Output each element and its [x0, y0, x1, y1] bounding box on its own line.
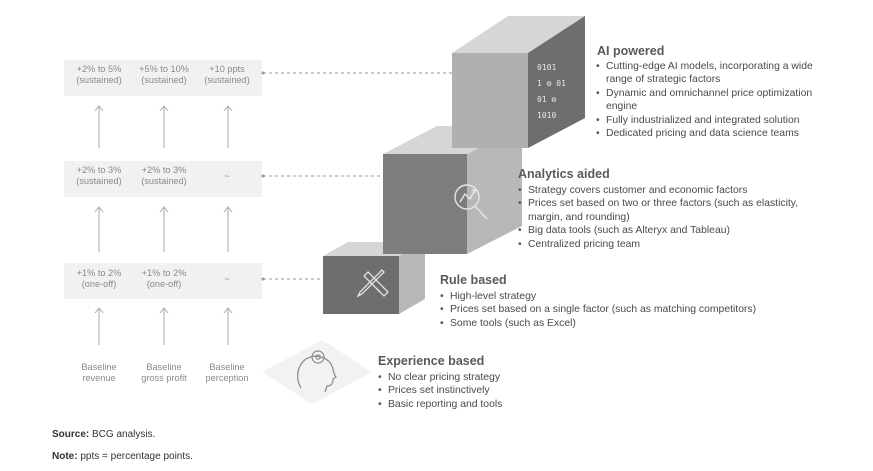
note-label: Note: [52, 451, 78, 462]
bullet-analytics-1: Strategy covers customer and economic fa… [518, 184, 803, 198]
source-label: Source: [52, 429, 90, 440]
source-text: BCG analysis. [89, 429, 156, 440]
svg-text:1010: 1010 [537, 111, 556, 120]
svg-text:01 ⚙: 01 ⚙ [537, 95, 556, 104]
metric-ai-perception: +10 ppts(sustained) [204, 64, 250, 85]
ai-cube: 0101 1 ⚙ 01 01 ⚙ 1010 [452, 16, 585, 148]
band-ai [64, 60, 262, 96]
analytics-cube [383, 126, 522, 254]
source-note: Source: BCG analysis. [52, 429, 155, 440]
metric-analytics-perception: ~ [224, 171, 230, 181]
level-title-experience: Experience based [378, 354, 485, 368]
svg-text:0101: 0101 [537, 63, 556, 72]
bullet-experience-2: Prices set instinctively [378, 384, 598, 398]
metric-rule-revenue: +1% to 2%(one-off) [76, 268, 122, 289]
pencil-ruler-icon [356, 269, 389, 298]
metric-ai-revenue: +2% to 5%(sustained) [76, 64, 122, 85]
svg-text:1 ⚙ 01: 1 ⚙ 01 [537, 79, 566, 88]
bullet-analytics-2: Prices set based on two or three factors… [518, 197, 803, 224]
metric-rule-perception: ~ [224, 274, 230, 284]
band-rule [64, 263, 262, 299]
metric-analytics-revenue: +2% to 3%(sustained) [76, 165, 122, 186]
arrowhead-icon [94, 307, 104, 314]
bullets-rule: High-level strategy Prices set based on … [440, 290, 820, 331]
bullet-ai-3: Fully industrialized and integrated solu… [596, 114, 831, 128]
bullet-experience-1: No clear pricing strategy [378, 371, 598, 385]
metric-ai-gross-profit: +5% to 10%(sustained) [139, 64, 189, 85]
bullet-rule-2: Prices set based on a single factor (suc… [440, 303, 820, 317]
bullet-experience-3: Basic reporting and tools [378, 398, 598, 412]
bullet-ai-4: Dedicated pricing and data science teams [596, 127, 831, 141]
bullet-ai-2: Dynamic and omnichannel price optimizati… [596, 87, 831, 114]
arrows-to-rule [94, 307, 233, 345]
bullet-rule-3: Some tools (such as Excel) [440, 317, 820, 331]
magnifier-chart-icon [454, 184, 488, 220]
bullets-experience: No clear pricing strategy Prices set ins… [378, 371, 598, 412]
note-text: ppts = percentage points. [77, 451, 193, 462]
bullet-ai-1: Cutting-edge AI models, incorporating a … [596, 60, 831, 87]
metric-rule-gross-profit: +1% to 2%(one-off) [141, 268, 187, 289]
bullet-analytics-4: Centralized pricing team [518, 238, 803, 252]
arrowhead-icon [159, 307, 169, 314]
level-title-rule: Rule based [440, 273, 507, 287]
experience-plate [262, 340, 372, 404]
footnote: Note: ppts = percentage points. [52, 451, 193, 462]
level-title-analytics: Analytics aided [518, 167, 610, 181]
bullet-analytics-3: Big data tools (such as Alteryx and Tabl… [518, 224, 803, 238]
arrowhead-icon [223, 307, 233, 314]
bullets-ai: Cutting-edge AI models, incorporating a … [596, 60, 831, 141]
level-title-ai: AI powered [597, 44, 665, 58]
bullets-analytics: Strategy covers customer and economic fa… [518, 184, 803, 251]
bullet-rule-1: High-level strategy [440, 290, 820, 304]
head-gear-icon [297, 350, 337, 393]
binary-gears-icon: 0101 1 ⚙ 01 01 ⚙ 1010 [537, 63, 566, 120]
band-analytics [64, 161, 262, 197]
arrows-to-ai [94, 105, 233, 148]
arrows-to-analytics [94, 206, 233, 252]
metric-analytics-gross-profit: +2% to 3%(sustained) [141, 165, 187, 186]
